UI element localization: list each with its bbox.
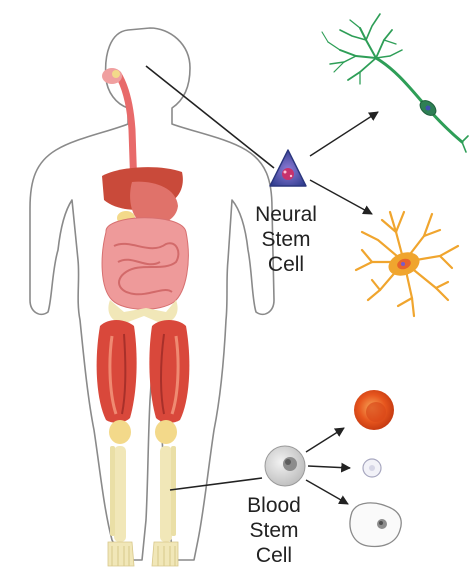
red-blood-cell-icon bbox=[354, 390, 394, 430]
platelet-icon bbox=[363, 459, 381, 477]
blood-label-line-1: Blood bbox=[238, 493, 310, 518]
arrow-to-red-blood-cell bbox=[306, 428, 344, 452]
blood-stem-cell-label: Blood Stem Cell bbox=[238, 493, 310, 568]
right-shin-bone bbox=[160, 446, 172, 542]
arrow-to-neuron bbox=[310, 112, 378, 156]
white-blood-cell-icon bbox=[350, 503, 401, 547]
neural-label-line-3: Cell bbox=[250, 252, 322, 277]
neural-label-line-2: Stem bbox=[250, 227, 322, 252]
arrow-to-platelet bbox=[308, 466, 350, 468]
neural-label-line-1: Neural bbox=[250, 202, 322, 227]
right-knee bbox=[155, 420, 177, 444]
arrow-to-white-blood-cell bbox=[306, 480, 348, 504]
left-knee bbox=[109, 420, 131, 444]
right-foot bbox=[152, 542, 178, 566]
neural-stem-cell-icon bbox=[270, 150, 306, 186]
left-thigh-muscle bbox=[97, 320, 137, 423]
human-body-figure bbox=[30, 28, 274, 566]
sinus bbox=[112, 70, 120, 78]
left-shin-bone bbox=[114, 446, 126, 542]
blood-label-line-3: Cell bbox=[238, 543, 310, 568]
neuron-icon bbox=[322, 14, 468, 152]
neural-stem-cell-label: Neural Stem Cell bbox=[250, 202, 322, 277]
right-thigh-muscle bbox=[149, 320, 189, 423]
blood-label-line-2: Stem bbox=[238, 518, 310, 543]
blood-stem-cell-icon bbox=[265, 446, 305, 486]
